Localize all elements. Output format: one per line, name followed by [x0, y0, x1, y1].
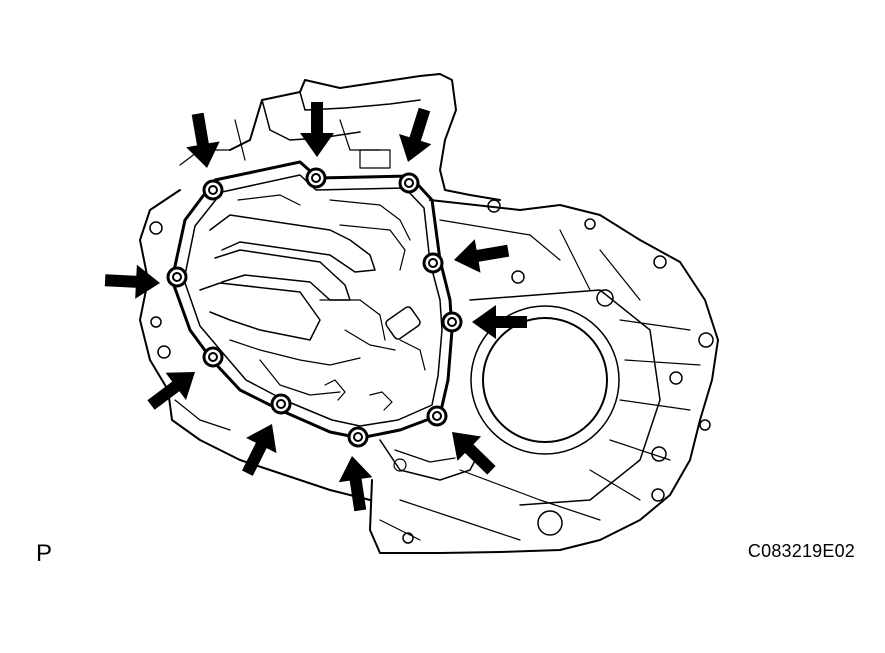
- pointer-arrow: [186, 112, 220, 168]
- bolt: [347, 426, 369, 448]
- pointer-arrow: [242, 424, 277, 476]
- pointer-arrow: [454, 239, 510, 273]
- pointer-arrow: [300, 102, 334, 157]
- bolt: [398, 172, 420, 194]
- pointer-arrow: [472, 305, 527, 339]
- lower-bracket: [379, 439, 479, 481]
- pointer-arrow: [147, 372, 195, 410]
- bolt: [202, 179, 224, 201]
- bolt: [305, 167, 327, 189]
- bolt-group: [166, 167, 463, 448]
- bolt: [441, 311, 463, 333]
- pointer-arrow: [452, 432, 496, 475]
- arrow-group: [104, 102, 527, 512]
- bolt: [422, 252, 444, 274]
- bell-housing: [369, 199, 719, 554]
- figure-code: C083219E02: [747, 541, 855, 561]
- pointer-arrow: [399, 107, 432, 162]
- left-housing: [139, 189, 371, 501]
- pointer-arrow: [338, 456, 373, 512]
- upper-housing: [179, 73, 501, 201]
- bolt: [270, 393, 292, 415]
- bolt: [202, 346, 224, 368]
- corner-letter: P: [36, 540, 53, 567]
- bolt: [166, 266, 188, 288]
- pointer-arrow: [104, 264, 160, 299]
- bolt: [426, 405, 448, 427]
- case-cover: [170, 160, 454, 440]
